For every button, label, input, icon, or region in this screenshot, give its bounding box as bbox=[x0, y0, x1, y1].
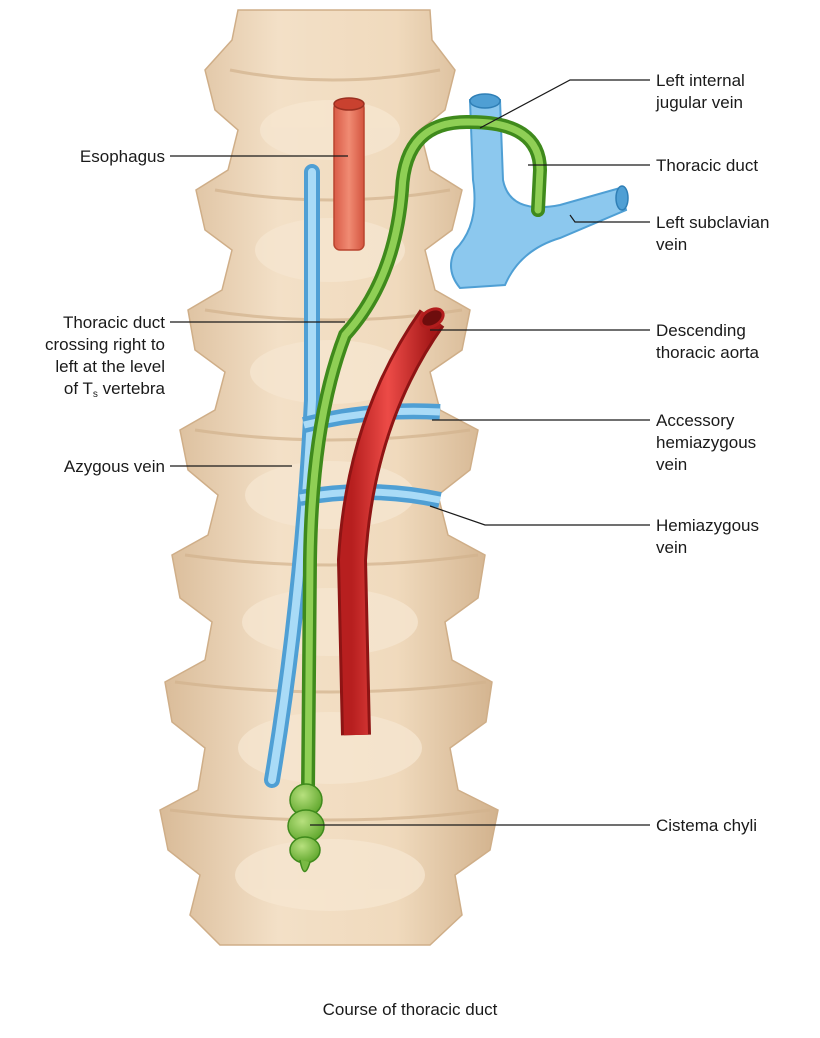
label-esophagus: Esophagus bbox=[40, 146, 165, 168]
figure-caption: Course of thoracic duct bbox=[0, 1000, 820, 1020]
label-cistema-chyli: Cistema chyli bbox=[656, 815, 757, 837]
label-thoracic-duct: Thoracic duct bbox=[656, 155, 758, 177]
label-thoracic-duct-crossing: Thoracic duct crossing right to left at … bbox=[10, 312, 165, 406]
vertebral-column bbox=[160, 10, 498, 945]
label-left-internal-jugular-vein: Left internal jugular vein bbox=[656, 70, 745, 114]
label-descending-thoracic-aorta: Descending thoracic aorta bbox=[656, 320, 759, 364]
label-left-subclavian-vein: Left subclavian vein bbox=[656, 212, 769, 256]
label-hemiazygous-vein: Hemiazygous vein bbox=[656, 515, 759, 559]
vertebra-level-line: of Ts vertebra bbox=[10, 378, 165, 406]
label-accessory-hemiazygous-vein: Accessory hemiazygous vein bbox=[656, 410, 756, 476]
label-azygous-vein: Azygous vein bbox=[10, 456, 165, 478]
esophagus-tube bbox=[334, 98, 364, 250]
